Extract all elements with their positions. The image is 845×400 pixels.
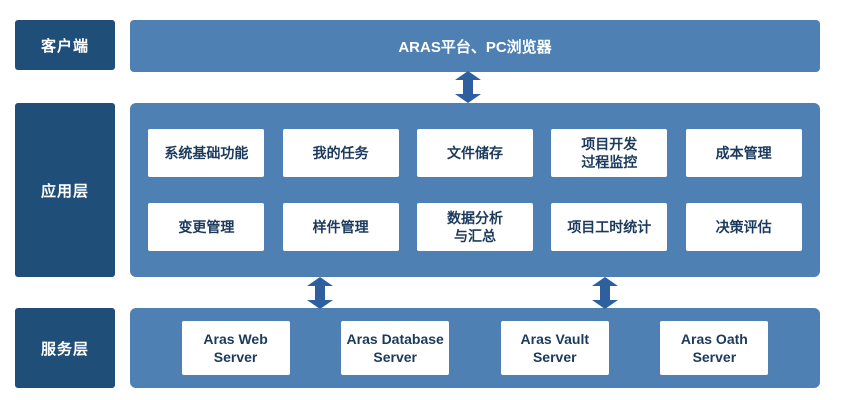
service-layer-container: Aras Web Server Aras Database Server Ara… [130,308,820,388]
service-box-aras-database-server: Aras Database Server [341,321,450,375]
app-box-file-storage: 文件储存 [416,129,533,177]
app-box-project-hours: 项目工时统计 [551,203,668,251]
service-box-aras-vault-server: Aras Vault Server [500,321,609,375]
layer-label-application: 应用层 [15,103,115,277]
service-box-aras-web-server: Aras Web Server [181,321,290,375]
app-box-sample-management: 样件管理 [282,203,399,251]
layer-label-service: 服务层 [15,308,115,388]
app-box-change-management: 变更管理 [148,203,265,251]
application-row-1: 系统基础功能 我的任务 文件储存 项目开发 过程监控 成本管理 [130,129,820,177]
client-platform-bar: ARAS平台、PC浏览器 [130,20,820,72]
app-box-project-dev-monitor: 项目开发 过程监控 [551,129,668,177]
app-box-cost-management: 成本管理 [685,129,802,177]
application-layer-container: 系统基础功能 我的任务 文件储存 项目开发 过程监控 成本管理 变更管理 样件管… [130,103,820,277]
double-arrow-icon-app-service-right [592,277,618,309]
layer-label-client: 客户端 [15,20,115,70]
app-box-system-basics: 系统基础功能 [148,129,265,177]
service-box-aras-oath-server: Aras Oath Server [660,321,769,375]
double-arrow-icon-client-app [455,71,481,103]
app-box-decision-evaluation: 决策评估 [685,203,802,251]
app-box-data-analysis: 数据分析 与汇总 [416,203,533,251]
double-arrow-icon-app-service-left [307,277,333,309]
app-box-my-tasks: 我的任务 [282,129,399,177]
application-row-2: 变更管理 样件管理 数据分析 与汇总 项目工时统计 决策评估 [130,203,820,251]
